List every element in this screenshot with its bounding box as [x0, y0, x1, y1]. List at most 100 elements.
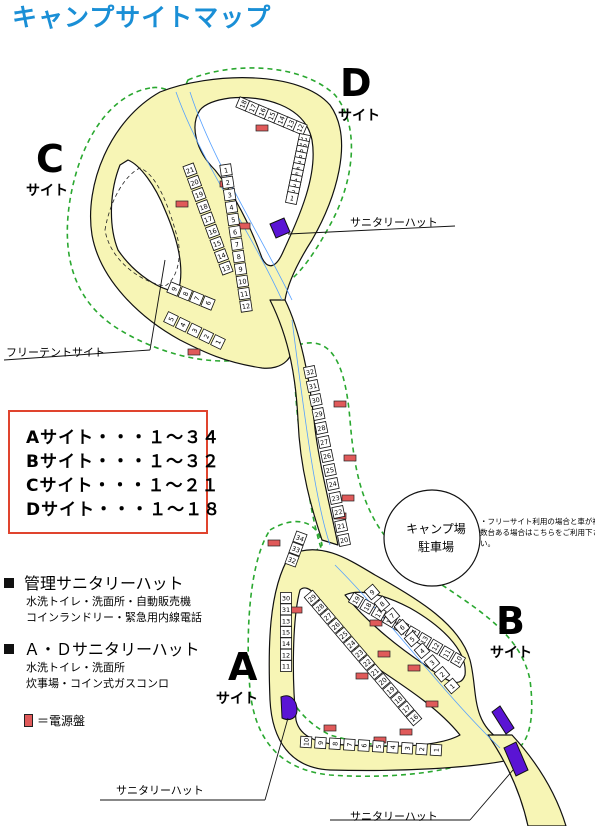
- svg-text:30: 30: [282, 595, 290, 603]
- facility-ad: Ａ・Ｄサニタリーハット 水洗トイレ・洗面所 炊事場・コイン式ガスコンロ: [4, 640, 200, 692]
- svg-text:3: 3: [428, 659, 436, 668]
- svg-text:13: 13: [282, 617, 290, 625]
- power-panel-icon: [333, 400, 347, 408]
- svg-text:27: 27: [322, 611, 333, 622]
- zone-c-label: サイト: [26, 183, 68, 199]
- campsite-b-3: 3: [423, 654, 441, 671]
- svg-text:11: 11: [282, 663, 290, 671]
- svg-text:7: 7: [193, 295, 202, 302]
- svg-text:1: 1: [223, 166, 228, 175]
- svg-text:4: 4: [389, 745, 397, 750]
- legend-row-b: Bサイト・・・１～３２: [26, 452, 220, 472]
- svg-text:14: 14: [282, 640, 290, 648]
- campsite-b-2: 2: [433, 665, 451, 683]
- svg-text:25: 25: [325, 466, 335, 475]
- campsite-b-19: 19: [347, 591, 365, 609]
- campsite-c-12: 12: [239, 299, 253, 313]
- svg-text:22: 22: [334, 508, 344, 517]
- power-panel-icon: [355, 672, 369, 680]
- svg-text:19: 19: [351, 595, 362, 606]
- zone-b-letter: B: [496, 599, 525, 643]
- bullet-square-icon: [4, 644, 14, 654]
- campsite-a-31: 31: [280, 603, 292, 616]
- campsite-a-28: 28: [311, 598, 329, 616]
- sanitary-hut-a-label: サニタリーハット: [116, 784, 204, 797]
- power-panel-icon: [255, 124, 269, 132]
- campsite-a-2: 2: [415, 742, 428, 756]
- bullet-square-icon: [4, 578, 14, 588]
- power-panel-icon: [343, 454, 357, 462]
- legend-row-a: Aサイト・・・１～３４: [26, 428, 221, 448]
- svg-text:9: 9: [170, 286, 179, 293]
- campsite-b-9: 9: [363, 583, 381, 601]
- campsite-c-10: 10: [235, 274, 250, 288]
- svg-text:24: 24: [346, 639, 357, 650]
- campsite-a-23: 23: [350, 645, 368, 662]
- svg-text:11: 11: [442, 648, 453, 659]
- svg-text:1: 1: [432, 748, 440, 753]
- svg-text:6: 6: [360, 743, 368, 748]
- svg-text:3: 3: [227, 191, 232, 200]
- campsite-b-21: 21: [334, 519, 349, 533]
- campsite-c-19: 19: [191, 186, 207, 203]
- svg-text:14: 14: [216, 251, 227, 261]
- campsite-c-2: 2: [198, 328, 215, 345]
- svg-text:17: 17: [401, 703, 412, 714]
- campsite-b-11: 11: [438, 645, 455, 662]
- power-panel-icon: [425, 700, 439, 708]
- svg-text:8: 8: [331, 742, 339, 747]
- power-panel-key: ＝電源盤: [24, 712, 85, 729]
- svg-text:21: 21: [185, 165, 196, 175]
- campsite-a-20: 20: [374, 672, 391, 690]
- svg-text:12: 12: [241, 302, 250, 311]
- power-panel-icon: [267, 539, 281, 547]
- campsite-c-17: 17: [200, 211, 216, 227]
- svg-text:13: 13: [286, 119, 297, 130]
- svg-text:3: 3: [404, 746, 412, 751]
- svg-text:18: 18: [393, 694, 404, 705]
- facility-heading-text: Ａ・Ｄサニタリーハット: [24, 640, 200, 659]
- svg-text:16: 16: [257, 107, 268, 118]
- campsite-a-33: 33: [288, 541, 304, 557]
- svg-text:18: 18: [362, 601, 373, 612]
- facility-main: 管理サニタリーハット 水洗トイレ・洗面所・自動販売機 コインランドリー・緊急用内…: [4, 574, 202, 626]
- svg-text:10: 10: [453, 655, 464, 666]
- campsite-b-23: 23: [328, 491, 343, 505]
- campsite-a-5: 5: [371, 740, 385, 753]
- campsite-d-12: 12: [292, 120, 308, 136]
- svg-text:24: 24: [328, 480, 338, 489]
- zone-d-letter: D: [340, 61, 372, 105]
- parking-label: キャンプ場 駐車場: [390, 520, 482, 556]
- campsite-b-1: 1: [443, 677, 461, 695]
- campsite-a-3: 3: [400, 741, 414, 755]
- svg-text:16: 16: [409, 713, 420, 724]
- campsite-a-6: 6: [357, 739, 371, 752]
- svg-text:4: 4: [229, 203, 234, 212]
- sanitary-hut-a: [280, 695, 298, 721]
- facility-heading: 管理サニタリーハット: [4, 574, 202, 594]
- svg-text:6: 6: [398, 623, 406, 632]
- svg-text:33: 33: [291, 544, 302, 554]
- campsite-b-10: 10: [449, 651, 467, 669]
- campsite-b-6: 6: [393, 618, 411, 636]
- campsite-b-4: 4: [413, 642, 431, 660]
- svg-text:5: 5: [231, 216, 236, 225]
- svg-text:4: 4: [418, 647, 426, 656]
- svg-text:9: 9: [238, 265, 243, 274]
- campsite-b-25: 25: [322, 463, 337, 477]
- campsite-c-14: 14: [213, 248, 230, 264]
- campsite-a-18: 18: [389, 691, 407, 708]
- campsite-c-1: 1: [210, 334, 226, 350]
- campsite-a-21: 21: [366, 663, 384, 681]
- campsite-b-31: 31: [305, 379, 320, 393]
- campsite-a-13: 13: [280, 614, 292, 627]
- svg-text:9: 9: [368, 588, 376, 597]
- sanitary-hut-b-label: サニタリーハット: [350, 810, 438, 823]
- svg-text:17: 17: [203, 214, 214, 224]
- svg-text:5: 5: [408, 635, 416, 644]
- svg-text:12: 12: [282, 651, 290, 659]
- facility-line: 炊事場・コイン式ガスコンロ: [26, 677, 169, 690]
- svg-text:22: 22: [362, 657, 373, 668]
- campsite-a-17: 17: [397, 700, 415, 718]
- svg-text:10: 10: [302, 738, 310, 747]
